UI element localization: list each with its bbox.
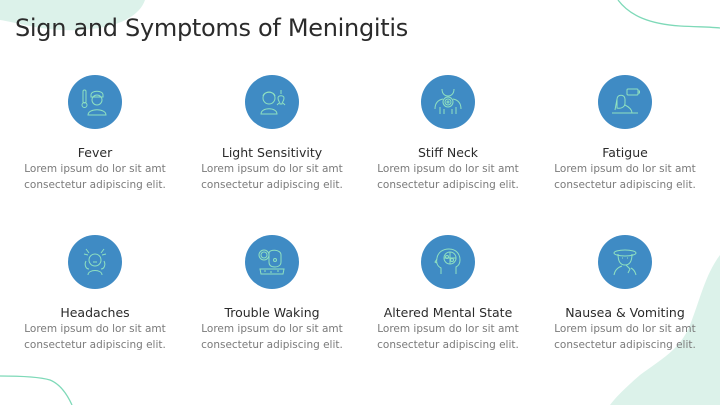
symptom-card-trouble-waking: Trouble Waking Lorem ipsum do lor sit am… [184, 235, 360, 353]
symptom-card-stiff-neck: Stiff Neck Lorem ipsum do lor sit amt co… [360, 75, 536, 193]
icon-circle [598, 235, 652, 289]
description-line: Lorem ipsum do lor sit amt [201, 323, 343, 335]
description-line: consectetur adipiscing elit. [24, 338, 166, 351]
bottom-left-curve [0, 375, 73, 405]
description-line: Lorem ipsum do lor sit amt [24, 323, 166, 335]
symptom-card-fatigue: Fatigue Lorem ipsum do lor sit amt conse… [537, 75, 713, 193]
description-line: consectetur adipiscing elit. [24, 178, 166, 191]
description-line: consectetur adipiscing elit. [554, 178, 696, 191]
thermometer-person-icon [81, 89, 107, 116]
description-line: consectetur adipiscing elit. [201, 338, 343, 351]
symptom-card-headaches: Headaches Lorem ipsum do lor sit amt con… [7, 235, 183, 353]
symptom-title: Headaches [60, 305, 130, 320]
description-line: Lorem ipsum do lor sit amt [554, 163, 696, 175]
icon-circle [421, 235, 475, 289]
top-right-curve [617, 0, 720, 29]
symptom-title: Trouble Waking [224, 305, 320, 320]
description-line: consectetur adipiscing elit. [201, 178, 343, 191]
nausea-person-icon [613, 249, 637, 276]
headache-person-icon [83, 248, 107, 276]
symptom-description: Lorem ipsum do lor sit amt consectetur a… [7, 322, 183, 353]
icon-circle [245, 75, 299, 129]
symptom-description: Lorem ipsum do lor sit amt consectetur a… [537, 322, 713, 353]
alarm-clock-person-icon [258, 249, 285, 275]
symptom-title: Nausea & Vomiting [565, 305, 685, 320]
symptom-description: Lorem ipsum do lor sit amt consectetur a… [7, 162, 183, 193]
description-line: consectetur adipiscing elit. [377, 338, 519, 351]
neck-pain-icon [434, 88, 462, 114]
brain-head-icon [434, 248, 461, 274]
description-line: Lorem ipsum do lor sit amt [377, 323, 519, 335]
description-line: Lorem ipsum do lor sit amt [24, 163, 166, 175]
icon-circle [68, 235, 122, 289]
symptom-title: Light Sensitivity [221, 145, 323, 160]
icon-circle [598, 75, 652, 129]
symptom-description: Lorem ipsum do lor sit amt consectetur a… [537, 162, 713, 193]
icon-circle [421, 75, 475, 129]
symptom-title: Fever [77, 145, 113, 160]
description-line: consectetur adipiscing elit. [377, 178, 519, 191]
description-line: Lorem ipsum do lor sit amt [554, 323, 696, 335]
description-line: consectetur adipiscing elit. [554, 338, 696, 351]
symptom-description: Lorem ipsum do lor sit amt consectetur a… [360, 162, 536, 193]
symptom-title: Fatigue [602, 145, 648, 160]
light-bulb-person-icon [260, 90, 286, 115]
description-line: Lorem ipsum do lor sit amt [377, 163, 519, 175]
slide-title: Sign and Symptoms of Meningitis [15, 14, 408, 42]
symptom-card-light-sensitivity: Light Sensitivity Lorem ipsum do lor sit… [184, 75, 360, 193]
symptom-card-nausea-vomiting: Nausea & Vomiting Lorem ipsum do lor sit… [537, 235, 713, 353]
symptom-title: Altered Mental State [383, 305, 513, 320]
symptom-card-fever: Fever Lorem ipsum do lor sit amt consect… [7, 75, 183, 193]
symptom-description: Lorem ipsum do lor sit amt consectetur a… [184, 322, 360, 353]
icon-circle [68, 75, 122, 129]
symptom-description: Lorem ipsum do lor sit amt consectetur a… [360, 322, 536, 353]
symptom-description: Lorem ipsum do lor sit amt consectetur a… [184, 162, 360, 193]
symptom-title: Stiff Neck [417, 145, 479, 160]
symptom-card-altered-mental-state: Altered Mental State Lorem ipsum do lor … [360, 235, 536, 353]
low-battery-person-icon [612, 88, 640, 114]
icon-circle [245, 235, 299, 289]
description-line: Lorem ipsum do lor sit amt [201, 163, 343, 175]
